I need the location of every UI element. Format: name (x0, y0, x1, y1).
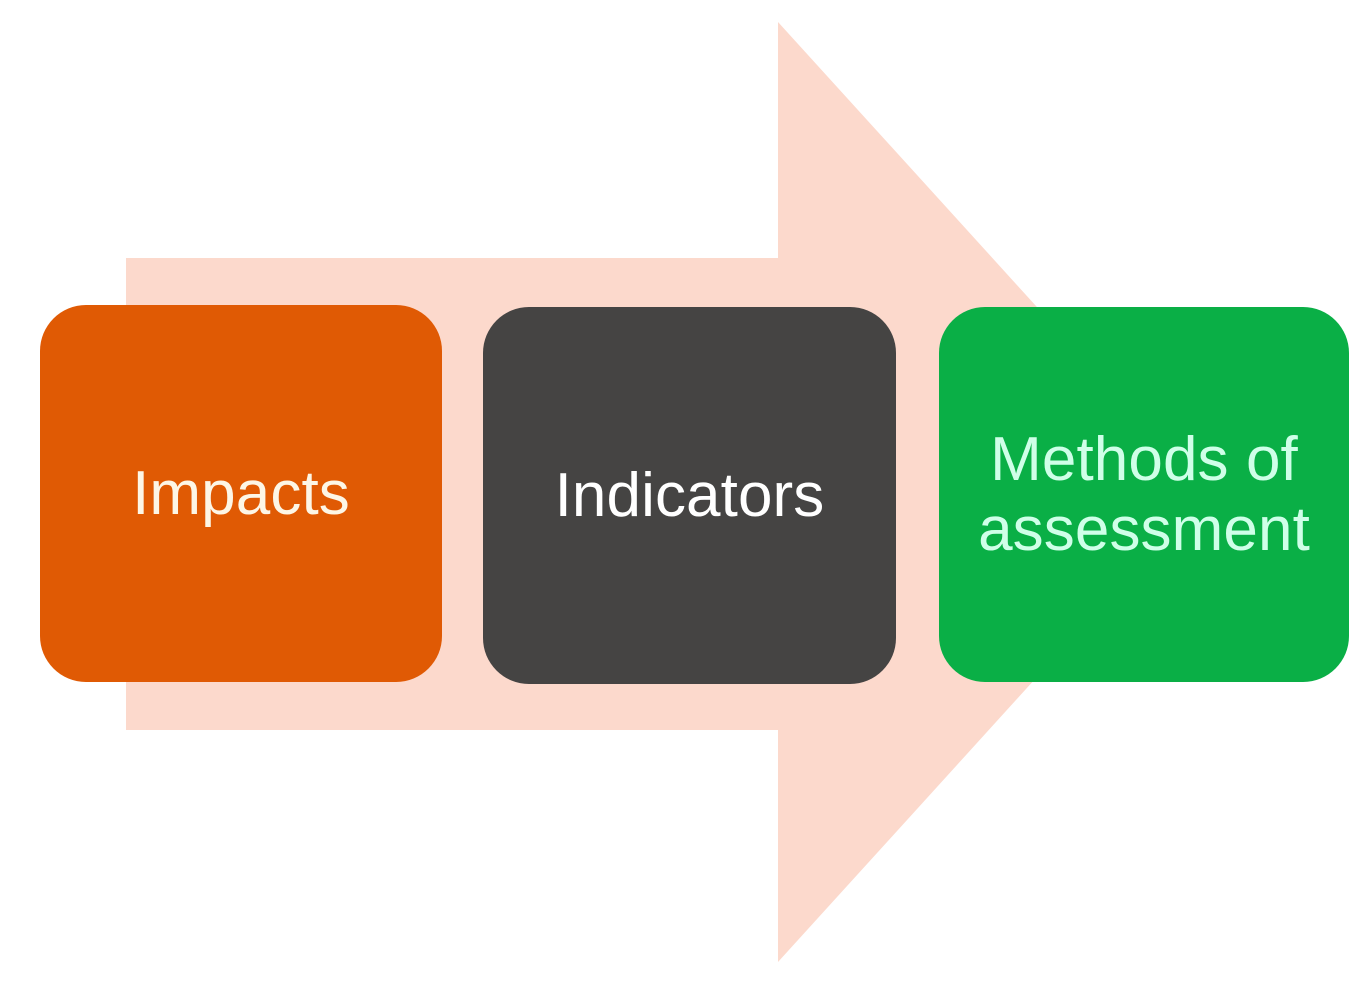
node-impacts-label: Impacts (132, 458, 350, 528)
node-impacts[interactable]: Impacts (40, 305, 442, 682)
node-indicators[interactable]: Indicators (483, 307, 896, 684)
node-methods-of-assessment[interactable]: Methods of assessment (939, 307, 1349, 682)
node-methods-of-assessment-label: Methods of assessment (978, 425, 1310, 564)
node-indicators-label: Indicators (554, 460, 825, 530)
